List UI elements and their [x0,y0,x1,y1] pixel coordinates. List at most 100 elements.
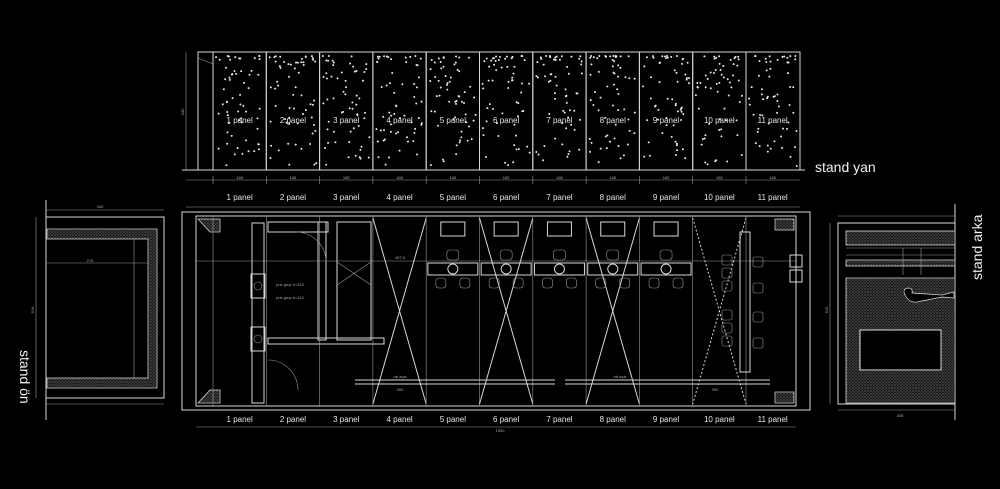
perforation-dot [680,62,683,65]
perforation-dot [268,56,271,59]
perforation-dot [726,78,729,81]
perforation-dot [327,141,330,144]
corner-hatch [774,218,795,231]
perforation-dot [485,120,488,123]
perforation-dot [375,128,378,131]
perforation-dot [665,124,668,127]
perforation-dot [257,148,260,151]
perforation-dot [579,118,582,121]
perforation-dot [455,102,458,105]
perforation-dot [235,72,238,75]
perforation-dot [504,57,507,60]
perforation-dot [590,63,593,66]
perforation-dot [700,143,703,146]
perforation-dot [238,57,241,60]
perforation-dot [283,60,286,63]
elevation-panel-label: 7 panel [546,116,572,125]
perforation-dot [460,136,463,139]
desk [533,262,585,276]
perforation-dot [764,57,767,60]
perforation-dot [754,55,757,58]
perforation-dot [322,102,325,105]
perforation-dot [590,141,593,144]
perforation-dot [666,56,669,59]
perforation-dot [517,148,520,151]
perforation-dot [696,81,699,84]
chair [721,335,733,347]
perforation-dot [512,161,515,164]
perforation-dot [241,152,244,155]
perforation-dot [617,144,620,147]
perforation-dot [612,55,615,58]
perforation-pattern [215,55,798,167]
perforation-dot [442,65,445,68]
perforation-dot [555,55,558,58]
perforation-dot [238,119,241,122]
perforation-dot [224,78,227,81]
perforation-dot [676,55,679,58]
stool [607,263,619,275]
perforation-dot [312,58,315,61]
sink [250,273,266,299]
perforation-dot [485,57,488,60]
perforation-dot [685,78,688,81]
perforation-dot [614,56,617,59]
perforation-dot [758,145,761,148]
elevation-panel [532,51,587,171]
perforation-dot [589,73,592,76]
perforation-dot [355,103,358,106]
perforation-dot [491,57,494,60]
perforation-dot [566,65,569,68]
chair [435,277,447,289]
perforation-dot [253,57,256,60]
perforation-dot [455,55,458,58]
elevation-panel-label: 3 panel [333,116,359,125]
perforation-dot [413,131,416,134]
perforation-dot [501,112,504,115]
panel-width-label: 185 [663,175,670,180]
elevation-panel [319,51,374,171]
perforation-dot [239,103,242,106]
perforation-dot [645,56,648,59]
perforation-dot [360,145,363,148]
perforation-dot [762,98,765,101]
perforation-dot [643,65,646,68]
perforation-dot [544,75,547,78]
perforation-dot [256,117,259,120]
perforation-dot [488,65,491,68]
perforation-dot [633,132,636,135]
perforation-dot [352,65,355,68]
perforation-dot [228,76,231,79]
perforation-dot [493,63,496,66]
elevation-panel-label: 4 panel [386,116,412,125]
title-stand-arka: stand arka [969,214,985,280]
perforation-dot [553,58,556,61]
perforation-dot [573,109,576,112]
perforation-dot [628,77,631,80]
perforation-dot [389,82,392,85]
perforation-dot [722,65,725,68]
perforation-dot [327,55,330,58]
perforation-dot [315,162,318,165]
perforation-dot [273,56,276,59]
perforation-dot [701,138,704,141]
panel-width-label: 185 [343,175,350,180]
perforation-dot [520,82,523,85]
perforation-dot [526,145,529,148]
perforation-dot [234,56,237,59]
perforation-dot [488,103,491,106]
elevation-panel-label: 10 panel [704,116,735,125]
chair [721,254,733,266]
perforation-dot [430,110,433,113]
perforation-dot [417,116,420,119]
chair [566,277,577,289]
perforation-dot [270,144,273,147]
perforation-dot [768,75,771,78]
elevation-panel [265,51,321,171]
chair [488,277,500,289]
perforation-dot [504,161,507,164]
perforation-dot [215,56,218,59]
perforation-dot [561,122,564,125]
perforation-dot [788,104,791,107]
